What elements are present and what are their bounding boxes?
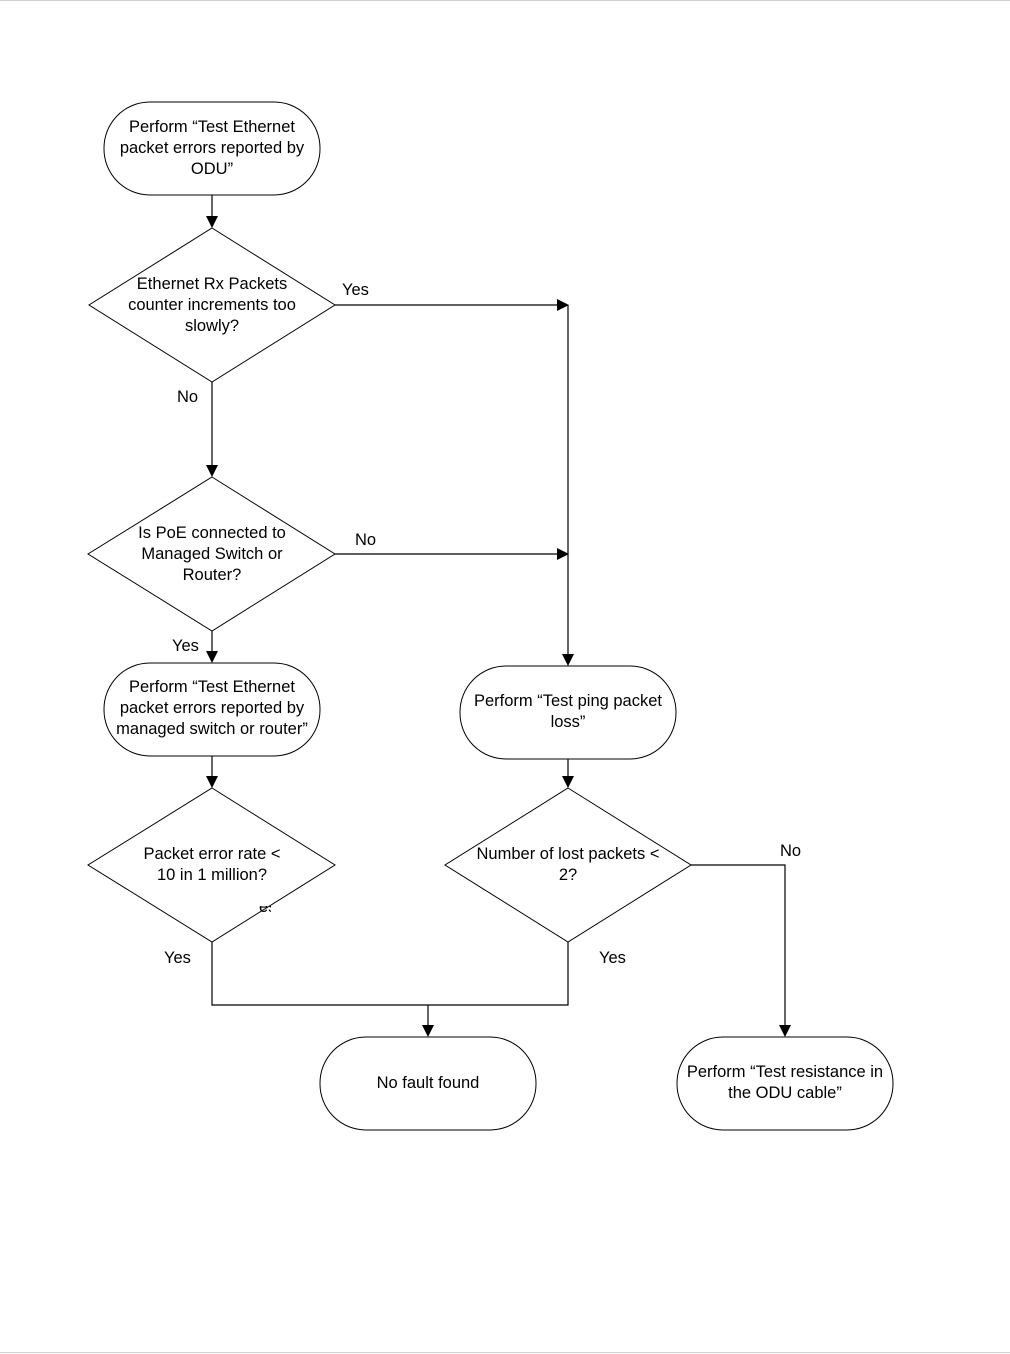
error-rate-stray-label: es (259, 906, 271, 915)
ping-test-text: Perform “Test ping packet loss” (474, 692, 662, 731)
no-fault-text: No fault found (376, 1074, 480, 1092)
arrowhead-rx-yes (557, 299, 569, 311)
lost-no-label: No (780, 842, 802, 860)
lost-packets-text: Number of lost packets < 2? (476, 845, 660, 884)
page-bottom-rule (0, 1352, 1010, 1353)
arrowhead-poe-no (557, 548, 569, 560)
arrowhead-poe (206, 465, 218, 477)
switch-test-text: Perform “Test Ethernet packet errors rep… (116, 677, 308, 738)
connector-lost-no (691, 864, 786, 1026)
resistance-test-text: Perform “Test resistance in the ODU cabl… (686, 1063, 884, 1102)
connector-error-yes (211, 942, 569, 1006)
rx-no-label: No (177, 388, 199, 406)
lost-yes-label: Yes (599, 949, 626, 967)
arrowhead-switch-test (206, 651, 218, 663)
poe-no-label: No (355, 531, 377, 549)
page-top-rule (0, 0, 1010, 1)
error-rate-yes-label: Yes (164, 949, 191, 967)
rx-yes-label: Yes (342, 281, 369, 299)
poe-check-text: Is PoE connected to Managed Switch or Ro… (138, 523, 286, 584)
arrowhead-ping (562, 654, 574, 666)
error-rate-text: Packet error rate < 10 in 1 million? (143, 845, 281, 884)
start-terminal-text: Perform “Test Ethernet packet errors rep… (119, 117, 305, 178)
arrowhead-no-fault (422, 1025, 434, 1037)
arrowhead-error-rate (206, 776, 218, 788)
rx-check-text: Ethernet Rx Packets counter increments t… (128, 274, 296, 335)
poe-yes-label: Yes (172, 637, 199, 655)
arrowhead-lost-packets (562, 776, 574, 788)
error-rate-stray-text: es (259, 906, 271, 915)
arrowhead-rx (206, 216, 218, 228)
arrowhead-resistance (779, 1025, 791, 1037)
